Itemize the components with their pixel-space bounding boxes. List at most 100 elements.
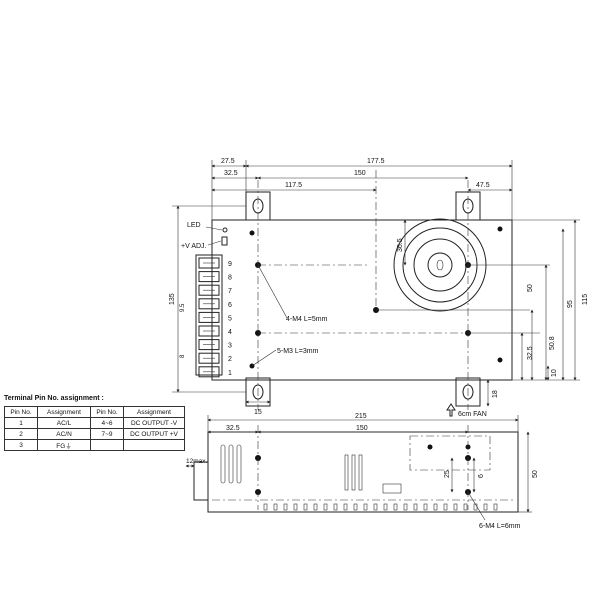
table-cell: DC OUTPUT +V: [123, 428, 185, 440]
terminal-screw: [198, 284, 220, 296]
dim-15: 15: [254, 409, 262, 416]
terminal-screw: [198, 325, 220, 337]
table-cell: [123, 439, 185, 451]
terminal-screw: [198, 271, 220, 283]
table-header-row: Pin No. Assignment Pin No. Assignment: [4, 406, 185, 418]
table-row: 1 AC/L 4~6 DC OUTPUT -V: [4, 417, 185, 429]
dim-6-side: 6: [478, 474, 485, 478]
dim-150: 150: [354, 170, 366, 177]
vent-slots: [220, 444, 498, 511]
vent-slot: [463, 503, 468, 511]
terminal-number: 3: [228, 343, 232, 350]
terminal-number: 5: [228, 315, 232, 322]
table-cell: FG⏚: [37, 439, 91, 451]
vent-slot: [413, 503, 418, 511]
table-row: 3 FG⏚: [4, 439, 185, 451]
up-arrow-icon: [446, 403, 456, 417]
vent-slot: [483, 503, 488, 511]
vent-slot: [453, 503, 458, 511]
table-cell: [90, 439, 124, 451]
table-header: Pin No.: [4, 406, 38, 418]
dim-32-5: 32.5: [224, 170, 238, 177]
table-cell: 1: [4, 417, 38, 429]
terminal-number: 6: [228, 302, 232, 309]
side-screw-label: 6-M4 L=6mm: [479, 523, 521, 530]
vent-slot: [333, 503, 338, 511]
vent-slot: [403, 503, 408, 511]
vent-slot: [373, 503, 378, 511]
terminal-number: 2: [228, 356, 232, 363]
dim-50: 50: [527, 284, 534, 292]
vent-slot: [393, 503, 398, 511]
dim-117-5: 117.5: [285, 182, 302, 189]
table-cell: 4~6: [90, 417, 124, 429]
terminal-screw: [198, 366, 220, 378]
terminal-number: 9: [228, 261, 232, 268]
vent-slot: [343, 503, 348, 511]
pin-assignment-table: Pin No. Assignment Pin No. Assignment 1 …: [4, 406, 185, 451]
terminal-screw: [198, 311, 220, 323]
fan-label: 6cm FAN: [458, 411, 487, 418]
dim-115: 115: [582, 294, 589, 305]
terminal-screw: [198, 298, 220, 310]
vent-slot: [228, 444, 234, 484]
vent-slot: [493, 503, 498, 511]
terminal-number: 8: [228, 275, 232, 282]
terminal-width-label: 8: [180, 354, 186, 358]
vent-slot: [236, 444, 242, 484]
table-cell: AC/N: [37, 428, 91, 440]
table-cell: 3: [4, 439, 38, 451]
vent-slot: [313, 503, 318, 511]
dim-10: 10: [551, 369, 558, 377]
table-header: Assignment: [123, 406, 185, 418]
terminal-number: 7: [228, 288, 232, 295]
terminal-screw: [198, 339, 220, 351]
table-cell: DC OUTPUT -V: [123, 417, 185, 429]
dim-27-5: 27.5: [221, 158, 235, 165]
terminal-screw: [198, 257, 220, 269]
terminal-block: [195, 254, 223, 376]
led-label: LED: [187, 222, 201, 229]
vent-slot: [323, 503, 328, 511]
vent-slot: [363, 503, 368, 511]
table-header: Pin No.: [90, 406, 124, 418]
dim-177-5: 177.5: [367, 158, 385, 165]
vent-slot: [423, 503, 428, 511]
m3-screw-hole: [249, 230, 255, 236]
vent-slot: [303, 503, 308, 511]
dim-32-5-right: 32.5: [527, 346, 534, 360]
m3-screw-hole: [497, 357, 503, 363]
vadj-label: +V ADJ.: [181, 243, 207, 250]
pin-table-title: Terminal Pin No. assignment :: [4, 395, 104, 402]
dim-47-5: 47.5: [476, 182, 490, 189]
m3-screw-hole: [497, 226, 503, 232]
vent-slot: [273, 503, 278, 511]
led-indicator: [222, 227, 228, 233]
dim-150-side: 150: [356, 425, 368, 432]
table-cell: 7~9: [90, 428, 124, 440]
side-view: 215 32.5 150 50 25 6 12max. 6-M4 L=6mm: [185, 413, 539, 530]
vent-slot: [443, 503, 448, 511]
max-label: 12max.: [186, 458, 208, 465]
terminal-side-protrusion: [193, 461, 209, 501]
dim-50-side: 50: [532, 470, 539, 478]
terminal-pitch-label: 9.5: [180, 303, 186, 312]
table-cell: 2: [4, 428, 38, 440]
vent-slot: [263, 503, 268, 511]
psu-body-outline: [211, 219, 513, 381]
dim-32-5-side: 32.5: [226, 425, 240, 432]
vadj-pot: [221, 236, 228, 246]
m4-screw-hole: [427, 444, 433, 450]
vent-slot: [433, 503, 438, 511]
terminal-screw: [198, 352, 220, 364]
m3-screw-label: 5-M3 L=3mm: [277, 348, 319, 355]
dim-95: 95: [567, 300, 574, 308]
table-row: 2 AC/N 7~9 DC OUTPUT +V: [4, 428, 185, 440]
m4-screw-label: 4-M4 L=5mm: [286, 316, 328, 323]
dim-25-side: 25: [444, 470, 451, 478]
vent-slot: [383, 503, 388, 511]
vent-slot: [353, 503, 358, 511]
table-cell: AC/L: [37, 417, 91, 429]
